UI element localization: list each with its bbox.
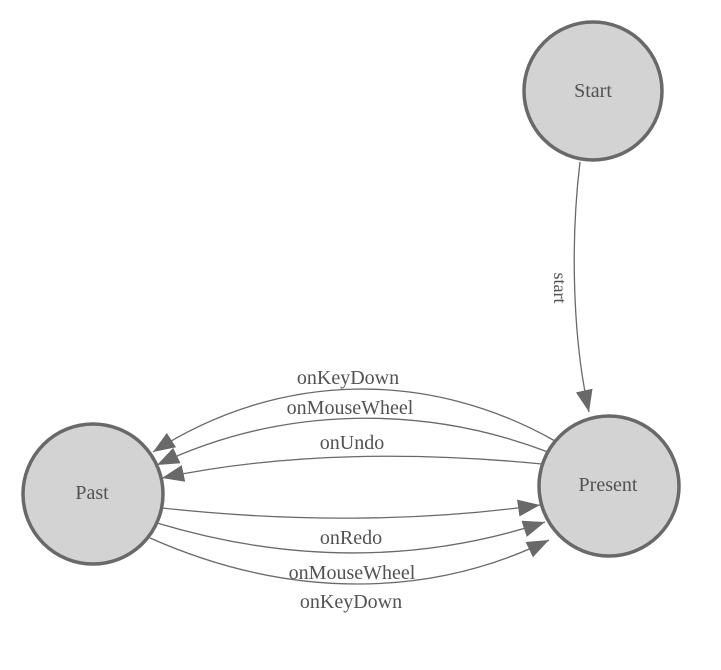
edge-present-to-past-onmousewheel-path	[156, 417, 549, 466]
edge-past-to-present-onredo-path	[161, 499, 541, 519]
state-node-present-label: Present	[579, 474, 638, 496]
edge-label-onmousewheel-top: onMouseWheel	[287, 397, 414, 419]
edge-label-onmousewheel-bottom: onMouseWheel	[289, 562, 416, 584]
state-node-start-label: Start	[574, 80, 612, 102]
edge-present-to-past-onundo: onUndo	[161, 432, 543, 482]
edge-present-to-past-onmousewheel: onMouseWheel	[156, 397, 549, 466]
edge-label-onkeydown-bottom: onKeyDown	[300, 591, 402, 613]
state-node-start[interactable]: Start	[522, 20, 664, 162]
state-node-past-label: Past	[75, 482, 109, 504]
edge-present-to-past-onkeydown-path	[152, 388, 556, 453]
edge-label-onundo: onUndo	[320, 432, 384, 454]
edge-past-to-present-onkeydown: onKeyDown	[149, 537, 550, 613]
state-node-start-circle[interactable]	[522, 20, 664, 162]
edge-past-to-present-onkeydown-path	[149, 537, 550, 585]
state-node-past-circle[interactable]	[21, 422, 165, 566]
edge-label-start: start	[550, 273, 570, 304]
state-node-past[interactable]: Past	[21, 422, 165, 566]
edge-past-to-present-onredo: onRedo	[161, 499, 541, 549]
state-node-present-circle[interactable]	[537, 414, 681, 558]
edge-label-onkeydown-top: onKeyDown	[297, 367, 399, 389]
edge-label-onredo: onRedo	[320, 527, 382, 549]
edge-past-to-present-onmousewheel-path	[156, 520, 546, 554]
edge-start-to-present-path	[573, 161, 593, 413]
edge-past-to-present-onmousewheel: onMouseWheel	[156, 520, 546, 584]
edge-start-to-present: start	[550, 161, 593, 413]
edge-present-to-past-onkeydown: onKeyDown	[152, 367, 556, 453]
state-node-present[interactable]: Present	[537, 414, 681, 558]
edge-present-to-past-onundo-path	[161, 455, 543, 482]
